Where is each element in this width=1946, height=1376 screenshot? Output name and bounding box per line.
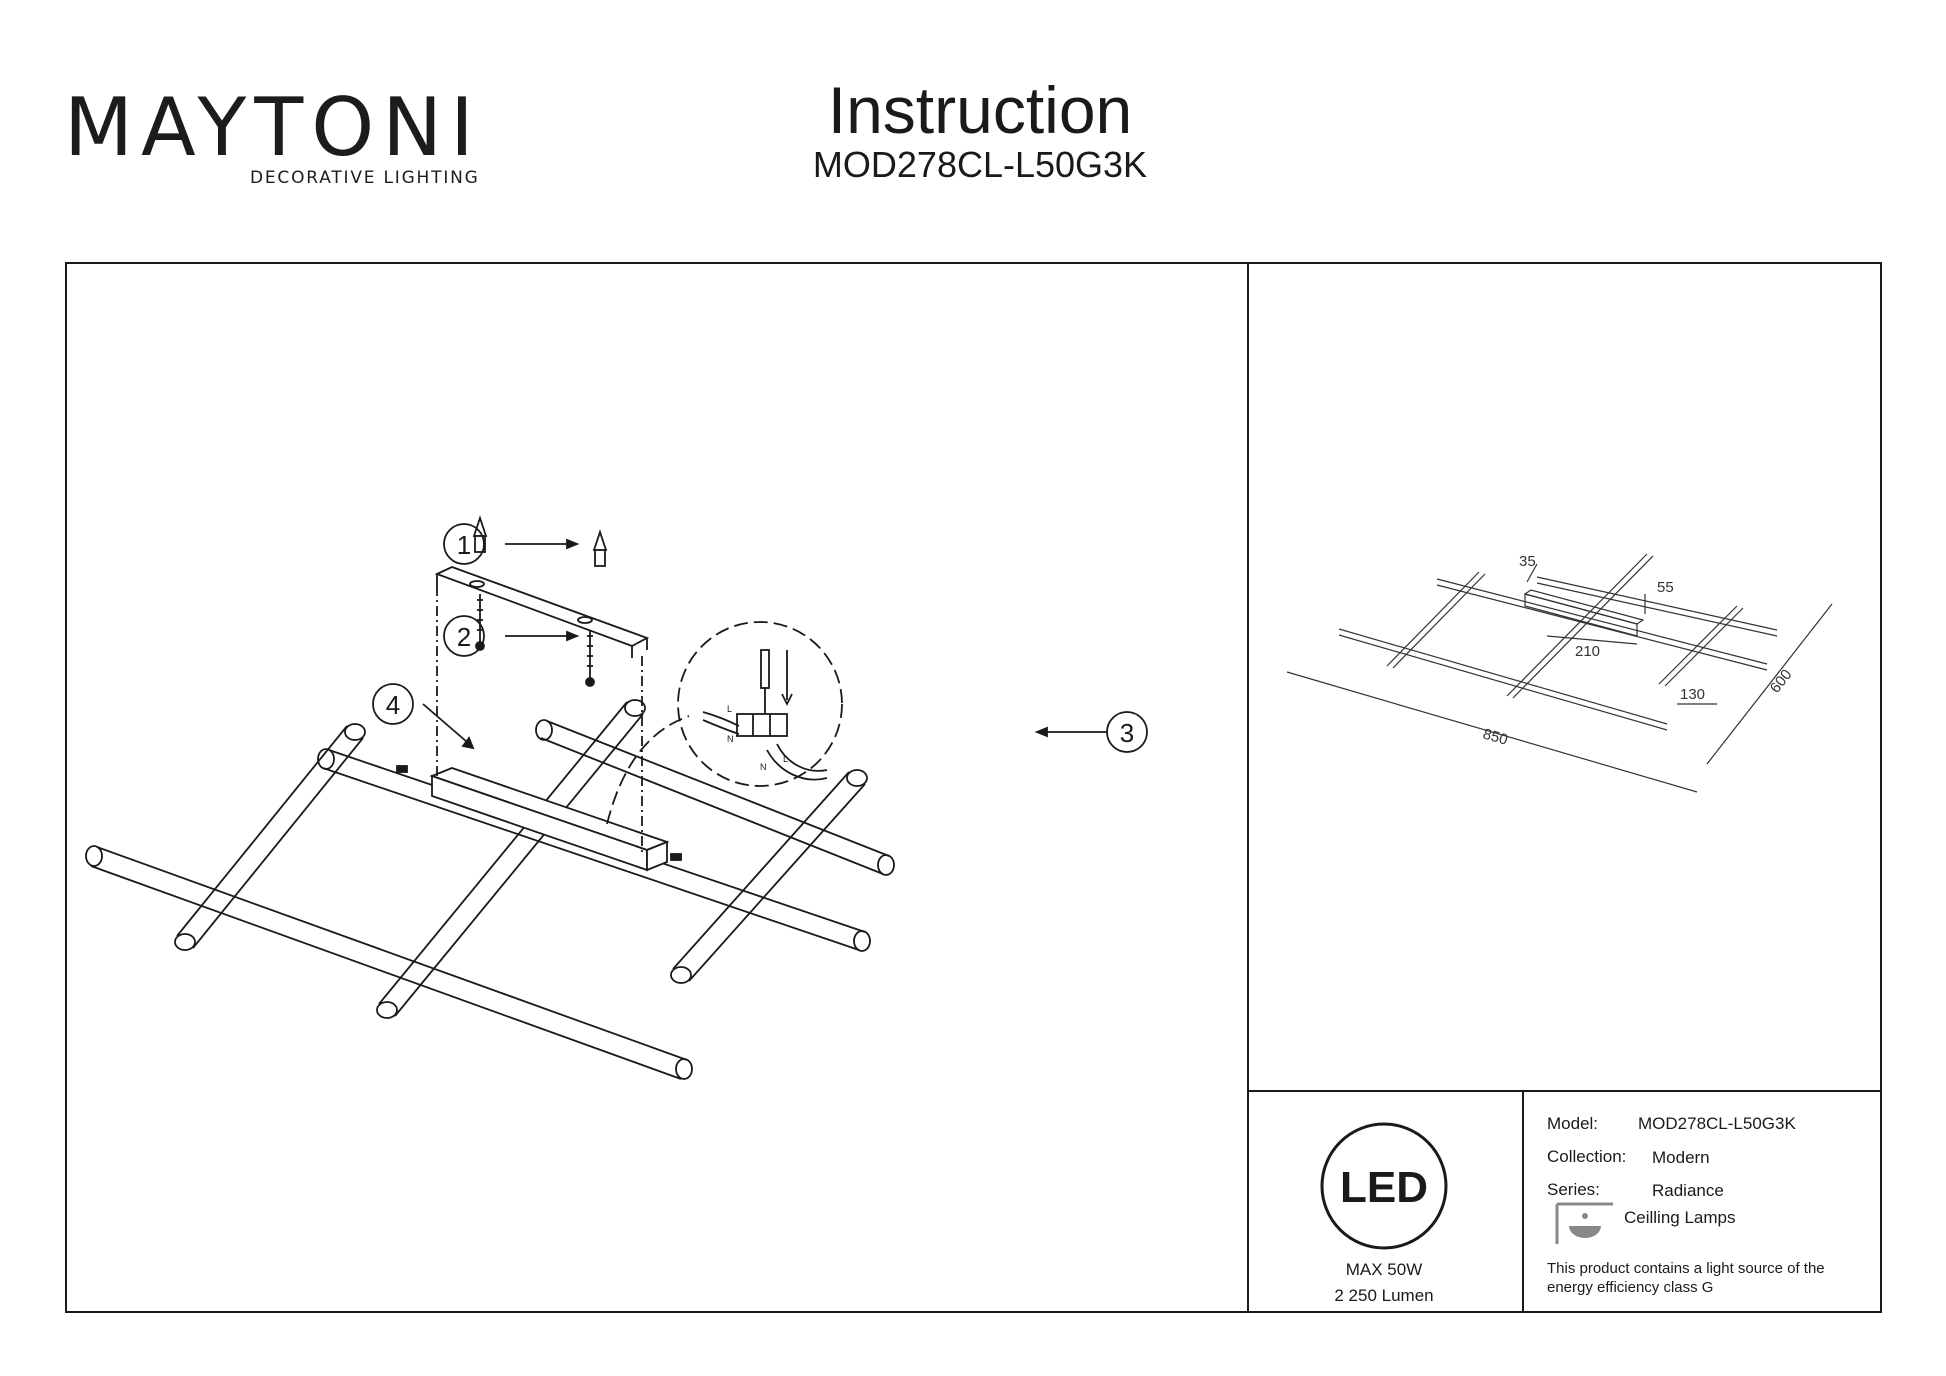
svg-text:L: L	[727, 704, 732, 714]
svg-text:210: 210	[1575, 643, 1600, 660]
svg-text:130: 130	[1680, 686, 1705, 703]
svg-text:4: 4	[386, 690, 400, 720]
instruction-frame	[65, 262, 1882, 1313]
callout-2: 2	[443, 615, 485, 657]
model-label: Model:	[1547, 1114, 1599, 1133]
callout-1: 1	[443, 523, 485, 565]
lamp-type-value: Ceilling Lamps	[1624, 1208, 1736, 1227]
brand-name: MAYTONI	[64, 81, 482, 174]
lamp-bar-diagonal-left	[174, 723, 366, 951]
wall-plug	[472, 515, 608, 567]
info-divider-vertical	[1522, 1090, 1524, 1313]
collection-value: Modern	[1652, 1148, 1710, 1167]
panel-divider-vertical	[1247, 264, 1249, 1313]
lamp-bar-back	[535, 719, 895, 876]
dim-labels: 35 55 210 130 850 600	[1481, 553, 1796, 749]
max-power: MAX 50W	[1345, 1260, 1423, 1279]
svg-text:2: 2	[457, 622, 471, 652]
assembly-diagram: 1 2 3 4 L N L N	[85, 515, 1148, 1080]
fixing-screw	[396, 765, 682, 861]
brand-tagline: DECORATIVE LIGHTING	[250, 168, 480, 188]
series-value: Radiance	[1652, 1181, 1724, 1200]
leader-lines	[422, 538, 1107, 750]
energy-note-line1: This product contains a light source of …	[1547, 1260, 1825, 1277]
dim-bars	[1338, 553, 1778, 731]
svg-text:L: L	[783, 754, 788, 764]
alignment-guides	[436, 586, 643, 854]
lamp-bar-front	[85, 845, 693, 1080]
ceiling-lamp-icon	[1555, 1202, 1613, 1244]
led-badge-icon: LED	[1320, 1122, 1448, 1250]
series-label: Series:	[1547, 1180, 1600, 1199]
svg-text:3: 3	[1120, 718, 1134, 748]
svg-text:N: N	[760, 762, 767, 772]
panel-divider-horizontal	[1247, 1090, 1882, 1092]
svg-text:850: 850	[1481, 726, 1510, 749]
wire-labels: L N L N	[727, 704, 788, 772]
lumen-value: 2 250 Lumen	[1334, 1286, 1434, 1305]
dim-lines	[1286, 563, 1833, 793]
energy-note-line2: energy efficiency class G	[1547, 1279, 1714, 1296]
page-subtitle-model: MOD278CL-L50G3K	[812, 144, 1148, 185]
svg-text:55: 55	[1657, 579, 1674, 596]
brand-logo: MAYTONI DECORATIVE LIGHTING	[64, 82, 484, 192]
wiring-detail	[606, 621, 843, 825]
mounting-bracket	[434, 566, 650, 658]
mounting-screw	[475, 594, 595, 687]
svg-text:600: 600	[1767, 666, 1796, 696]
collection-label: Collection:	[1547, 1147, 1627, 1166]
model-value: MOD278CL-L50G3K	[1638, 1114, 1796, 1133]
svg-text:1: 1	[457, 530, 471, 560]
lamp-bar-diagonal-middle	[376, 699, 646, 1019]
dimension-diagram: 35 55 210 130 850 600	[1286, 553, 1833, 793]
lamp-bar-diagonal-right	[670, 769, 868, 984]
svg-text:LED: LED	[1340, 1163, 1428, 1212]
driver-box	[429, 767, 670, 872]
callout-3: 3	[1106, 711, 1148, 753]
page-title: Instruction	[827, 73, 1133, 147]
svg-text:N: N	[727, 734, 734, 744]
callout-4: 4	[372, 683, 414, 725]
svg-text:35: 35	[1519, 553, 1536, 570]
